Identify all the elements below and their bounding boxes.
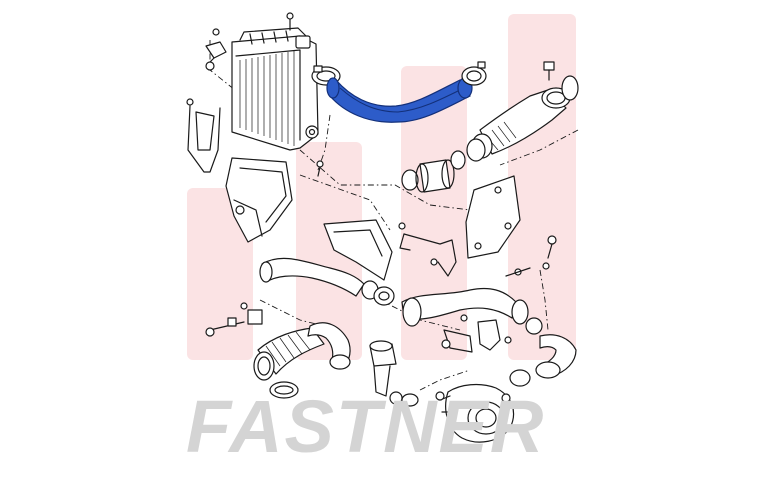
charge-air-pipe-middle	[401, 287, 543, 335]
bolt-assembly-lower-left	[205, 302, 263, 337]
intercooler	[231, 27, 319, 151]
screws	[316, 160, 557, 277]
hose-clamp-upper-far-right	[543, 61, 579, 101]
ribbed-hose-lower-left	[253, 327, 325, 381]
shield-plate-left	[323, 219, 393, 281]
watermark-text: FASTNER	[186, 385, 545, 468]
elbow-hose-right	[509, 334, 577, 387]
diverter-valve	[369, 340, 419, 407]
intercooler-bracket	[186, 98, 221, 173]
coupling-sleeve-middle	[401, 138, 486, 193]
heat-shield-plate	[465, 175, 521, 259]
watermark-bar-3	[401, 66, 467, 360]
mounting-bolt-top	[286, 12, 294, 31]
air-duct	[225, 157, 293, 243]
watermark-bar-2	[296, 142, 362, 360]
bracket-lower-middle	[441, 314, 512, 353]
temperature-sensor	[205, 28, 227, 71]
turbocharger	[435, 383, 515, 443]
elbow-hose-lower	[307, 322, 351, 370]
charge-air-pipe-left	[259, 257, 395, 306]
pipe-bracket-middle	[398, 222, 457, 277]
hose-clamp-lower-left	[269, 381, 299, 399]
hose-clamp-upper-right	[461, 61, 487, 86]
watermark-bar-1	[187, 188, 253, 360]
